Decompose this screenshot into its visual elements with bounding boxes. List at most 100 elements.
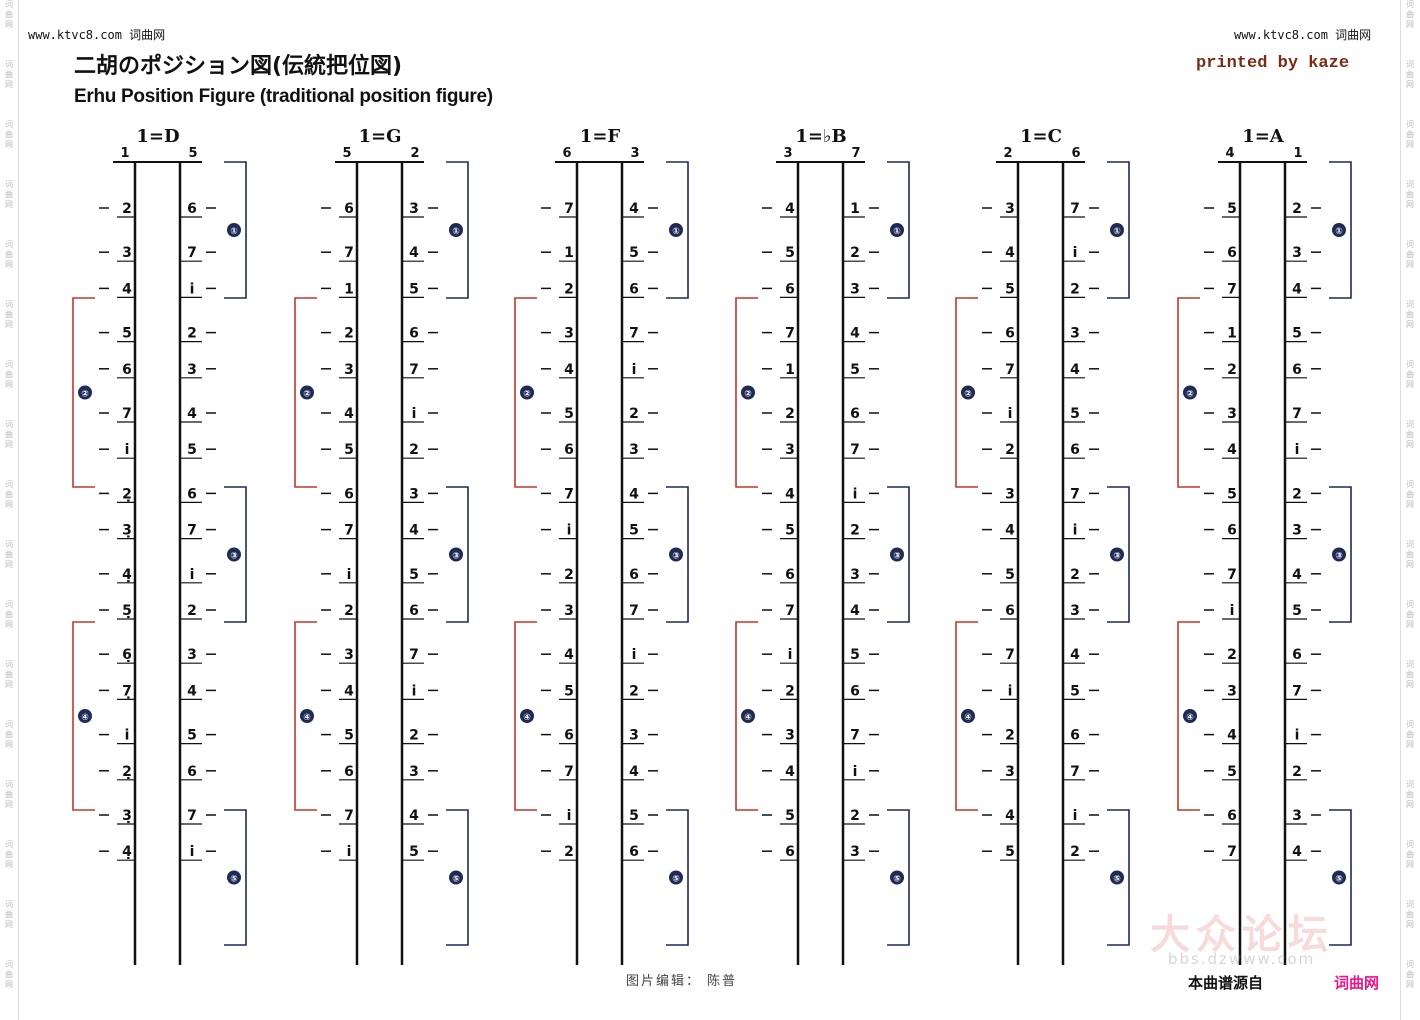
position-bracket xyxy=(666,161,689,299)
margin-watermark-char: 网 xyxy=(1406,500,1414,509)
inner-note: 6 xyxy=(785,281,795,297)
outer-note: 7 xyxy=(1070,764,1080,780)
position-number: ① xyxy=(230,227,238,237)
margin-watermark-char: 网 xyxy=(1406,80,1414,89)
inner-note: 5 xyxy=(1005,567,1015,583)
margin-watermark-char: 曲 xyxy=(5,370,13,379)
margin-watermark-char: 曲 xyxy=(1406,10,1414,19)
margin-watermark-char: 网 xyxy=(1406,800,1414,809)
outer-note: 2 xyxy=(1292,486,1302,502)
inner-note: 6 xyxy=(122,362,132,378)
margin-watermark-char: 曲 xyxy=(1406,370,1414,379)
outer-string-tuning: 5 xyxy=(188,146,197,161)
inner-note: 7 xyxy=(785,603,795,619)
inner-note: 4 xyxy=(785,764,795,780)
margin-watermark-char: 网 xyxy=(5,560,13,569)
outer-note: 3 xyxy=(629,728,639,744)
margin-watermark-char: 网 xyxy=(5,500,13,509)
position-bracket xyxy=(955,297,978,488)
position-marker xyxy=(890,547,904,562)
outer-note: 7 xyxy=(1292,406,1302,422)
inner-note: 2 xyxy=(344,326,354,342)
outer-note: 5 xyxy=(850,362,860,378)
margin-watermark-char: 曲 xyxy=(1406,250,1414,259)
position-number: ① xyxy=(672,227,680,237)
right-margin-watermark: 词曲网词曲网词曲网词曲网词曲网词曲网词曲网词曲网词曲网词曲网词曲网词曲网词曲网词… xyxy=(1400,0,1419,1020)
margin-watermark-char: 曲 xyxy=(5,310,13,319)
outer-note: 7 xyxy=(409,647,419,663)
inner-note: 2 xyxy=(564,844,574,860)
position-bracket xyxy=(887,809,910,946)
inner-note: 1 xyxy=(564,245,574,261)
inner-note: 3 xyxy=(344,362,354,378)
margin-watermark-char: 网 xyxy=(5,320,13,329)
position-bracket xyxy=(294,297,317,488)
forum-watermark: 大众论坛 xyxy=(1150,912,1334,958)
margin-watermark-char: 曲 xyxy=(1406,790,1414,799)
margin-watermark-char: 网 xyxy=(1406,920,1414,929)
inner-string-tuning: 3 xyxy=(783,146,792,161)
position-number: ⑤ xyxy=(230,875,238,885)
position-number: ④ xyxy=(81,713,89,723)
position-bracket xyxy=(224,161,247,299)
margin-watermark-char: 词 xyxy=(1406,420,1414,429)
margin-watermark-char: 曲 xyxy=(5,790,13,799)
margin-watermark-char: 网 xyxy=(5,80,13,89)
margin-watermark-char: 曲 xyxy=(1406,670,1414,679)
margin-watermark-char: 网 xyxy=(1406,620,1414,629)
margin-watermark-char: 网 xyxy=(1406,320,1414,329)
margin-watermark-char: 网 xyxy=(1406,20,1414,29)
position-marker xyxy=(669,870,683,885)
inner-note: 2 xyxy=(1227,362,1237,378)
position-marker xyxy=(520,709,534,723)
margin-watermark-char: 词 xyxy=(1406,360,1414,369)
inner-note: i xyxy=(347,567,352,583)
inner-note: 4 xyxy=(564,362,574,378)
margin-watermark-char: 网 xyxy=(1406,680,1414,689)
outer-note: 4 xyxy=(187,406,197,422)
outer-note: 6 xyxy=(850,683,860,699)
margin-watermark-char: 曲 xyxy=(1406,850,1414,859)
margin-watermark-char: 曲 xyxy=(5,610,13,619)
margin-watermark-char: 曲 xyxy=(5,430,13,439)
position-number: ③ xyxy=(230,552,238,562)
outer-note: i xyxy=(412,406,417,422)
inner-note: 3 xyxy=(785,442,795,458)
outer-note: 6 xyxy=(850,406,860,422)
margin-watermark-char: 词 xyxy=(5,600,13,609)
position-number: ④ xyxy=(523,713,531,723)
inner-note: 2 xyxy=(785,683,795,699)
outer-note: 5 xyxy=(629,808,639,824)
margin-watermark-char: 网 xyxy=(5,140,13,149)
outer-note: 2 xyxy=(850,523,860,539)
inner-note: 6̣ xyxy=(122,647,132,663)
site-name-right: www.ktvc8.com 词曲网 xyxy=(1234,28,1372,42)
position-number: ③ xyxy=(452,552,460,562)
outer-note: i xyxy=(190,281,195,297)
position-number: ④ xyxy=(744,713,752,723)
margin-watermark-char: 词 xyxy=(5,420,13,429)
position-marker xyxy=(1183,385,1197,400)
inner-note: i xyxy=(1008,406,1013,422)
margin-watermark-char: 词 xyxy=(5,0,13,9)
inner-note: 3 xyxy=(564,326,574,342)
inner-note: 3 xyxy=(1005,764,1015,780)
position-bracket xyxy=(1107,809,1130,946)
inner-note: 7 xyxy=(122,406,132,422)
position-marker xyxy=(449,547,463,562)
margin-watermark-char: 词 xyxy=(5,720,13,729)
inner-note: 6 xyxy=(1227,523,1237,539)
position-marker xyxy=(1332,547,1346,562)
position-bracket xyxy=(72,297,95,488)
position-number: ③ xyxy=(1113,552,1121,562)
outer-note: 2 xyxy=(1070,281,1080,297)
credit: printed by kaze xyxy=(1196,54,1350,73)
outer-note: 3 xyxy=(1070,603,1080,619)
inner-note: 7 xyxy=(1005,362,1015,378)
inner-note: 3 xyxy=(1005,486,1015,502)
inner-note: 2 xyxy=(564,281,574,297)
outer-string-tuning: 6 xyxy=(1071,146,1080,161)
position-marker xyxy=(449,870,463,885)
inner-note: 3 xyxy=(1005,201,1015,217)
margin-watermark-char: 网 xyxy=(1406,140,1414,149)
